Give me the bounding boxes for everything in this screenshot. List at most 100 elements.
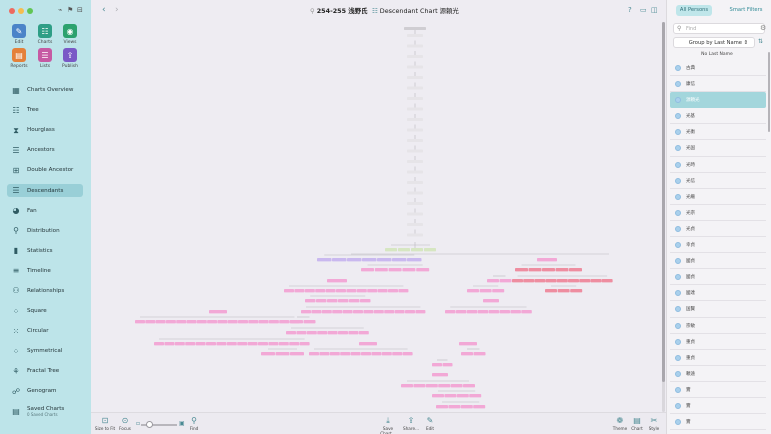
person-node[interactable] bbox=[407, 233, 423, 237]
person-node[interactable] bbox=[601, 279, 613, 283]
sidebar-item-symmetrical[interactable]: ⁘Symmetrical bbox=[0, 341, 91, 361]
person-node[interactable] bbox=[407, 191, 423, 195]
list-item[interactable]: 實 bbox=[670, 382, 766, 398]
person-node[interactable] bbox=[237, 342, 248, 346]
person-node[interactable] bbox=[367, 289, 378, 293]
toolbar-lists-button[interactable]: ☰Lists bbox=[34, 48, 56, 69]
person-node[interactable] bbox=[360, 299, 371, 303]
person-node[interactable] bbox=[398, 248, 410, 252]
person-node[interactable] bbox=[206, 342, 216, 346]
person-node[interactable] bbox=[413, 384, 426, 388]
list-item[interactable]: 頼遠 bbox=[670, 366, 766, 382]
sidebar-item-tree[interactable]: ☷Tree bbox=[0, 100, 91, 120]
person-node[interactable] bbox=[216, 342, 227, 346]
person-node[interactable] bbox=[528, 268, 542, 272]
person-node[interactable] bbox=[487, 279, 499, 283]
bookmark-icon[interactable]: ⌁ bbox=[58, 6, 63, 14]
person-node[interactable] bbox=[338, 299, 349, 303]
sidebar-item-descendants[interactable]: ☰Descendants bbox=[0, 180, 91, 200]
person-node[interactable] bbox=[316, 299, 327, 303]
person-node[interactable] bbox=[342, 310, 353, 314]
person-node[interactable] bbox=[317, 331, 328, 335]
tab-smart-filters[interactable]: Smart Filters bbox=[729, 7, 763, 13]
person-node[interactable] bbox=[347, 258, 362, 262]
person-node[interactable] bbox=[407, 160, 423, 163]
person-node[interactable] bbox=[227, 320, 238, 324]
person-node[interactable] bbox=[411, 248, 423, 252]
person-node[interactable] bbox=[294, 289, 305, 293]
person-node[interactable] bbox=[402, 352, 413, 356]
person-node[interactable] bbox=[438, 384, 451, 388]
person-node[interactable] bbox=[467, 289, 479, 293]
person-node[interactable] bbox=[350, 352, 361, 356]
person-node[interactable] bbox=[317, 258, 332, 262]
person-node[interactable] bbox=[248, 320, 259, 324]
person-node[interactable] bbox=[407, 170, 423, 174]
sidebar-item-hourglass[interactable]: ⧗Hourglass bbox=[0, 120, 91, 140]
size-to-fit-button[interactable]: ⊡ Size to Fit bbox=[92, 416, 118, 431]
person-node[interactable] bbox=[361, 352, 371, 356]
person-node[interactable] bbox=[450, 384, 463, 388]
person-node[interactable] bbox=[463, 384, 475, 388]
person-node[interactable] bbox=[392, 258, 407, 262]
maximize-window-button[interactable] bbox=[27, 8, 33, 14]
person-node[interactable] bbox=[309, 352, 319, 356]
chart-settings-button[interactable]: ▤ Chart bbox=[624, 416, 650, 431]
person-node[interactable] bbox=[135, 320, 145, 324]
person-node[interactable] bbox=[545, 279, 557, 283]
person-node[interactable] bbox=[315, 289, 326, 293]
sidebar-item-double-ancestor[interactable]: ⊞Double Ancestor bbox=[0, 160, 91, 180]
person-node[interactable] bbox=[499, 279, 512, 283]
person-node[interactable] bbox=[311, 310, 322, 314]
chart-title[interactable]: ☷ Descendant Chart 源頼光 bbox=[372, 7, 459, 15]
person-node[interactable] bbox=[521, 310, 532, 314]
person-node[interactable] bbox=[303, 320, 316, 324]
toolbar-views-button[interactable]: ◉Views bbox=[59, 24, 81, 45]
person-node[interactable] bbox=[405, 310, 415, 314]
person-node[interactable] bbox=[460, 405, 473, 409]
person-node[interactable] bbox=[304, 289, 315, 293]
search-input[interactable] bbox=[686, 25, 756, 33]
person-node[interactable] bbox=[238, 320, 248, 324]
share-button[interactable]: ⇪ Share... bbox=[398, 416, 424, 431]
sidebar-item-statistics[interactable]: ▮Statistics bbox=[0, 241, 91, 261]
person-node[interactable] bbox=[461, 352, 473, 356]
person-node[interactable] bbox=[569, 268, 582, 272]
person-node[interactable] bbox=[545, 289, 557, 293]
person-node[interactable] bbox=[286, 331, 296, 335]
back-arrow-icon[interactable]: ‹ bbox=[102, 5, 106, 15]
person-node[interactable] bbox=[371, 352, 382, 356]
list-item[interactable]: 国賢 bbox=[670, 301, 766, 318]
person-node[interactable] bbox=[373, 310, 384, 314]
person-node[interactable] bbox=[258, 342, 268, 346]
person-node[interactable] bbox=[319, 352, 330, 356]
person-node[interactable] bbox=[473, 405, 486, 409]
list-item[interactable]: 重貞 bbox=[670, 350, 766, 366]
person-node[interactable] bbox=[510, 310, 521, 314]
person-node[interactable] bbox=[407, 86, 423, 90]
person-node[interactable] bbox=[186, 320, 197, 324]
person-node[interactable] bbox=[392, 352, 403, 356]
person-node[interactable] bbox=[284, 289, 294, 293]
zoom-in-icon[interactable]: ▣ bbox=[179, 420, 185, 427]
sidebar-item-circular[interactable]: ⁙Circular bbox=[0, 321, 91, 341]
person-node[interactable] bbox=[340, 352, 351, 356]
person-node[interactable] bbox=[385, 248, 397, 252]
person-node[interactable] bbox=[362, 258, 377, 262]
person-node[interactable] bbox=[436, 405, 448, 409]
toolbar-reports-button[interactable]: ▤Reports bbox=[8, 48, 30, 69]
person-node[interactable] bbox=[377, 258, 392, 262]
person-node[interactable] bbox=[515, 268, 528, 272]
person-node[interactable] bbox=[579, 279, 591, 283]
person-node[interactable] bbox=[361, 268, 374, 272]
person-node[interactable] bbox=[329, 352, 340, 356]
vertical-scrollbar-thumb[interactable] bbox=[662, 22, 665, 382]
person-node[interactable] bbox=[556, 279, 568, 283]
person-node[interactable] bbox=[459, 342, 477, 346]
descendant-chart[interactable] bbox=[91, 0, 666, 412]
person-node[interactable] bbox=[374, 268, 388, 272]
tab-all-persons[interactable]: All Persons bbox=[676, 5, 712, 16]
person-node[interactable] bbox=[226, 342, 237, 346]
list-item[interactable]: 光基 bbox=[670, 108, 766, 125]
